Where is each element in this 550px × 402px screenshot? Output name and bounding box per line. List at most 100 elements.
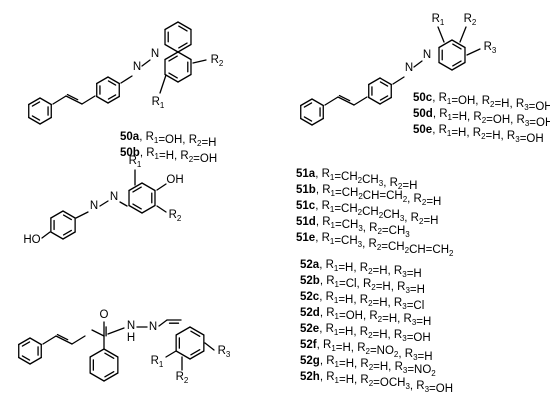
r1-label: R1 [432,13,445,27]
double-bond-inner [303,102,313,108]
azo-n2: N [110,191,118,203]
ring-bond [39,97,52,106]
ring-bond [164,21,179,31]
ring-bond [177,51,192,61]
ring-bond [311,117,324,126]
double-bond-inner [31,115,41,121]
bond [466,48,481,56]
double-bond-inner [66,93,79,101]
bond [189,326,205,336]
bond [99,200,109,207]
bond [324,96,339,106]
bond [18,356,31,365]
double-bond-inner [21,341,31,347]
bond [158,319,168,327]
compound-label-52c: 52c, R1=H, R2=H, R3=Cl [300,291,424,312]
bond [91,329,105,337]
ring-bond [438,61,453,71]
double-bond-inner [190,349,201,356]
compound-label-50c: 50c, R1=OH, R2=H, R3=OH [413,92,550,113]
ring-bond [175,350,191,360]
compound-label-51b: 51b, R1=CH2CH=CH2, R2=H [296,184,441,208]
ring-bond [29,337,42,346]
bond [164,73,179,83]
compound-label-52h: 52h, R1=H, R2=OCH3, R3=OH [300,371,453,395]
bond [18,337,31,346]
bond [437,26,445,43]
double-bond-inner [62,214,72,221]
double-bond-inner [190,330,201,337]
bond [62,210,76,219]
bond [451,39,466,49]
ring-bond [50,231,64,240]
bond [62,231,76,240]
double-bond-inner [62,229,72,236]
hydrazide-h: H [127,332,135,344]
bond [451,61,466,71]
bond [177,43,192,53]
bond [204,342,215,351]
bond [107,76,120,85]
double-bond-inner [178,25,188,32]
bond [81,95,96,105]
bond [189,350,205,360]
hydrazide-n: N [127,320,135,332]
double-bond-inner [303,116,313,122]
ring-bond [177,73,192,83]
azo-n1: N [405,62,413,74]
compound-label-51e: 51e, R1=CH3, R2=CH2CH=CH2 [296,232,454,258]
double-bond-inner [104,371,115,378]
ring-bond [175,326,191,336]
compound-label-50e: 50e, R1=H, R2=H, R3=OH [413,124,544,145]
azo-n2: N [151,48,159,60]
bond [52,95,67,105]
oh-label: OH [166,174,183,186]
ring-bond [39,116,52,125]
compound-label-51d: 51d, R1=CH3, R2=CH3 [296,216,410,239]
compound-label-52d: 52d, R1=OH, R2=H, R3=H [300,307,431,328]
ring-bond [141,182,156,192]
bond-drawings [18,21,481,382]
double-bond-inner [452,60,462,67]
bond [65,95,83,105]
double-bond-inner [452,43,462,50]
ring-bond [438,39,453,49]
r2-label: R2 [464,13,477,27]
bond [159,74,167,94]
r1-label: R1 [151,355,164,369]
bond [300,117,313,126]
compound-label-50a: 50a, R1=OH, R2=H [120,131,217,149]
ring-bond [89,348,105,358]
ring-bond [89,372,105,382]
double-bond-inner [132,203,142,210]
bond [128,182,143,192]
azo-n2: N [423,49,431,61]
bond [119,201,128,207]
compound-label-51a: 51a, R1=CH2CH3, R2=H [296,168,417,192]
double-bond-inner [21,355,31,361]
bond [103,372,119,382]
compound-label-52f: 52f, R1=H, R2=NO2, R3=H [300,339,433,363]
compound-label-50b: 50b, R1=H, R2=OH [120,147,217,165]
bond [164,51,179,61]
imine-n: N [149,321,157,333]
ring-bond [96,76,109,85]
bond [42,335,57,345]
azo-n1: N [133,61,141,73]
double-bond-inner [168,72,178,79]
carbonyl-o: O [100,309,109,321]
bond [413,60,423,68]
ho-label: HO [23,234,40,246]
bond [141,59,151,67]
bond [156,183,167,191]
compound-label-51c: 51c, R1=CH2CH2CH3, R2=H [296,200,438,227]
ring-bond [29,356,42,365]
double-bond-inner [31,101,41,107]
ring-bond [368,77,381,86]
bond [300,98,313,107]
ring-bond [368,96,381,105]
bond [379,96,392,105]
